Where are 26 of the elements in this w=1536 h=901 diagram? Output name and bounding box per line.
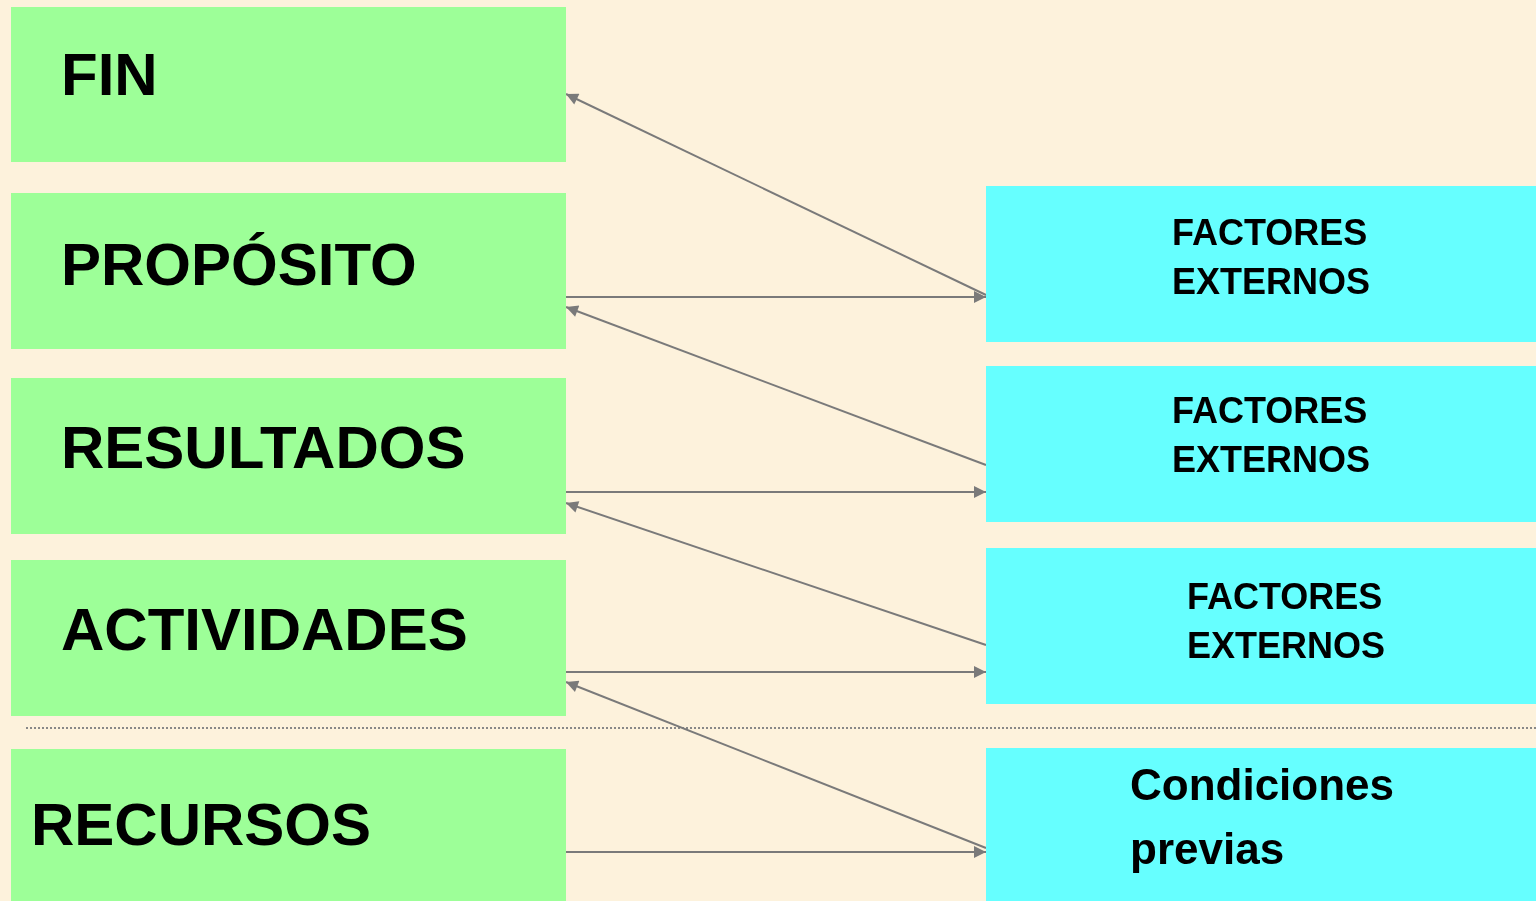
level-box <box>11 560 566 716</box>
level-box <box>11 749 566 901</box>
factor-box <box>986 186 1536 342</box>
box-label: PROPÓSITO <box>61 232 417 298</box>
arrow <box>565 680 987 849</box>
arrow <box>565 305 987 466</box>
box-label: FACTORES EXTERNOS <box>1172 389 1372 482</box>
box-label: RESULTADOS <box>61 415 466 481</box>
arrow <box>565 291 987 303</box>
arrow <box>565 666 987 678</box>
arrow <box>565 486 987 498</box>
box-label: FIN <box>61 41 158 108</box>
arrow <box>565 93 987 296</box>
box-label: RECURSOS <box>31 792 372 858</box>
box-label: Condiciones previas <box>1130 758 1396 875</box>
level-box <box>11 193 566 349</box>
factor-box <box>986 548 1536 704</box>
level-box <box>11 7 566 162</box>
level-box <box>11 378 566 534</box>
box-label: FACTORES EXTERNOS <box>1187 575 1387 668</box>
box-label: FACTORES EXTERNOS <box>1172 211 1372 304</box>
arrow <box>565 501 987 646</box>
arrow <box>565 846 987 858</box>
factor-box <box>986 366 1536 522</box>
box-label: ACTIVIDADES <box>61 597 468 663</box>
factor-box <box>986 748 1536 901</box>
